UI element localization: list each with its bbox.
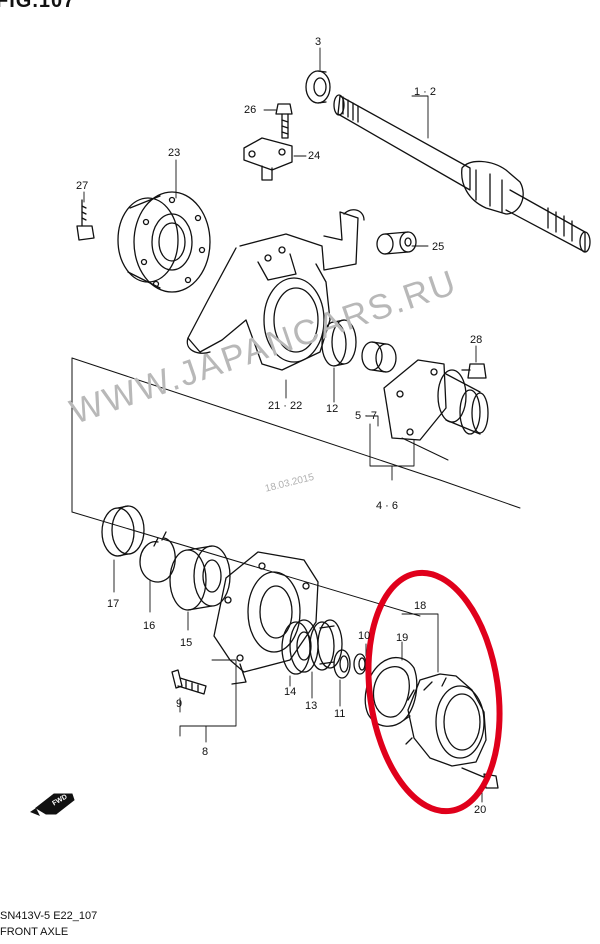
callout-14: 14	[284, 686, 297, 698]
part-5-7-spindle	[383, 359, 489, 441]
forward-direction-arrow	[30, 793, 75, 816]
part-26-bolt	[275, 103, 293, 139]
callout-12: 12	[326, 403, 339, 415]
part-23-hub-bearing	[117, 191, 211, 293]
callout-17: 17	[107, 598, 120, 610]
callout-9: 9	[176, 698, 183, 710]
callout-21-22: 21 · 22	[268, 400, 303, 412]
callout-23: 23	[168, 147, 181, 159]
part-1-2-drive-shaft	[333, 94, 591, 253]
part-9-stud	[171, 669, 207, 695]
callout-19: 19	[396, 632, 409, 644]
part-12-seal	[321, 319, 357, 367]
callout-5-7: 5 · 7	[355, 410, 378, 422]
callout-1-2: 1 · 2	[414, 86, 437, 98]
figure-label: FIG.107	[0, 0, 76, 12]
part-25-bearing	[376, 231, 417, 255]
part-11-washer	[333, 649, 351, 679]
part-3-seal	[305, 70, 331, 104]
callout-24: 24	[308, 150, 321, 162]
callout-26: 26	[244, 104, 257, 116]
callout-28: 28	[470, 334, 483, 346]
model-code: SN413V-5 E22_107	[0, 910, 98, 922]
callout-leaders	[83, 47, 483, 803]
part-bushing	[361, 341, 397, 373]
callout-13: 13	[305, 700, 318, 712]
callout-8: 8	[202, 746, 209, 758]
callout-10: 10	[358, 630, 371, 642]
callout-3: 3	[315, 36, 322, 48]
callout-4-6: 4 · 6	[376, 500, 399, 512]
part-24-bracket	[243, 137, 293, 181]
part-8-wheel-hub	[213, 551, 319, 685]
callout-11: 11	[334, 708, 346, 720]
part-15-bearing	[169, 545, 231, 611]
part-28-bolt	[461, 363, 487, 379]
callout-25: 25	[432, 241, 445, 253]
part-27-bolt	[76, 199, 95, 241]
part-21-22-steering-knuckle	[186, 209, 365, 371]
highlight-ellipse	[365, 569, 503, 815]
part-16-snap-ring	[139, 531, 176, 583]
callout-18: 18	[414, 600, 427, 612]
part-18-hub-cap	[403, 673, 487, 767]
callout-27: 27	[76, 180, 89, 192]
callout-20: 20	[474, 804, 487, 816]
part-10-seal	[353, 653, 367, 675]
part-13-bearing-race	[309, 619, 343, 671]
part-17-ring	[101, 505, 145, 557]
section-name: FRONT AXLE	[0, 926, 69, 938]
callout-16: 16	[143, 620, 156, 632]
assembly-envelope-lines	[71, 357, 521, 617]
callout-15: 15	[180, 637, 193, 649]
